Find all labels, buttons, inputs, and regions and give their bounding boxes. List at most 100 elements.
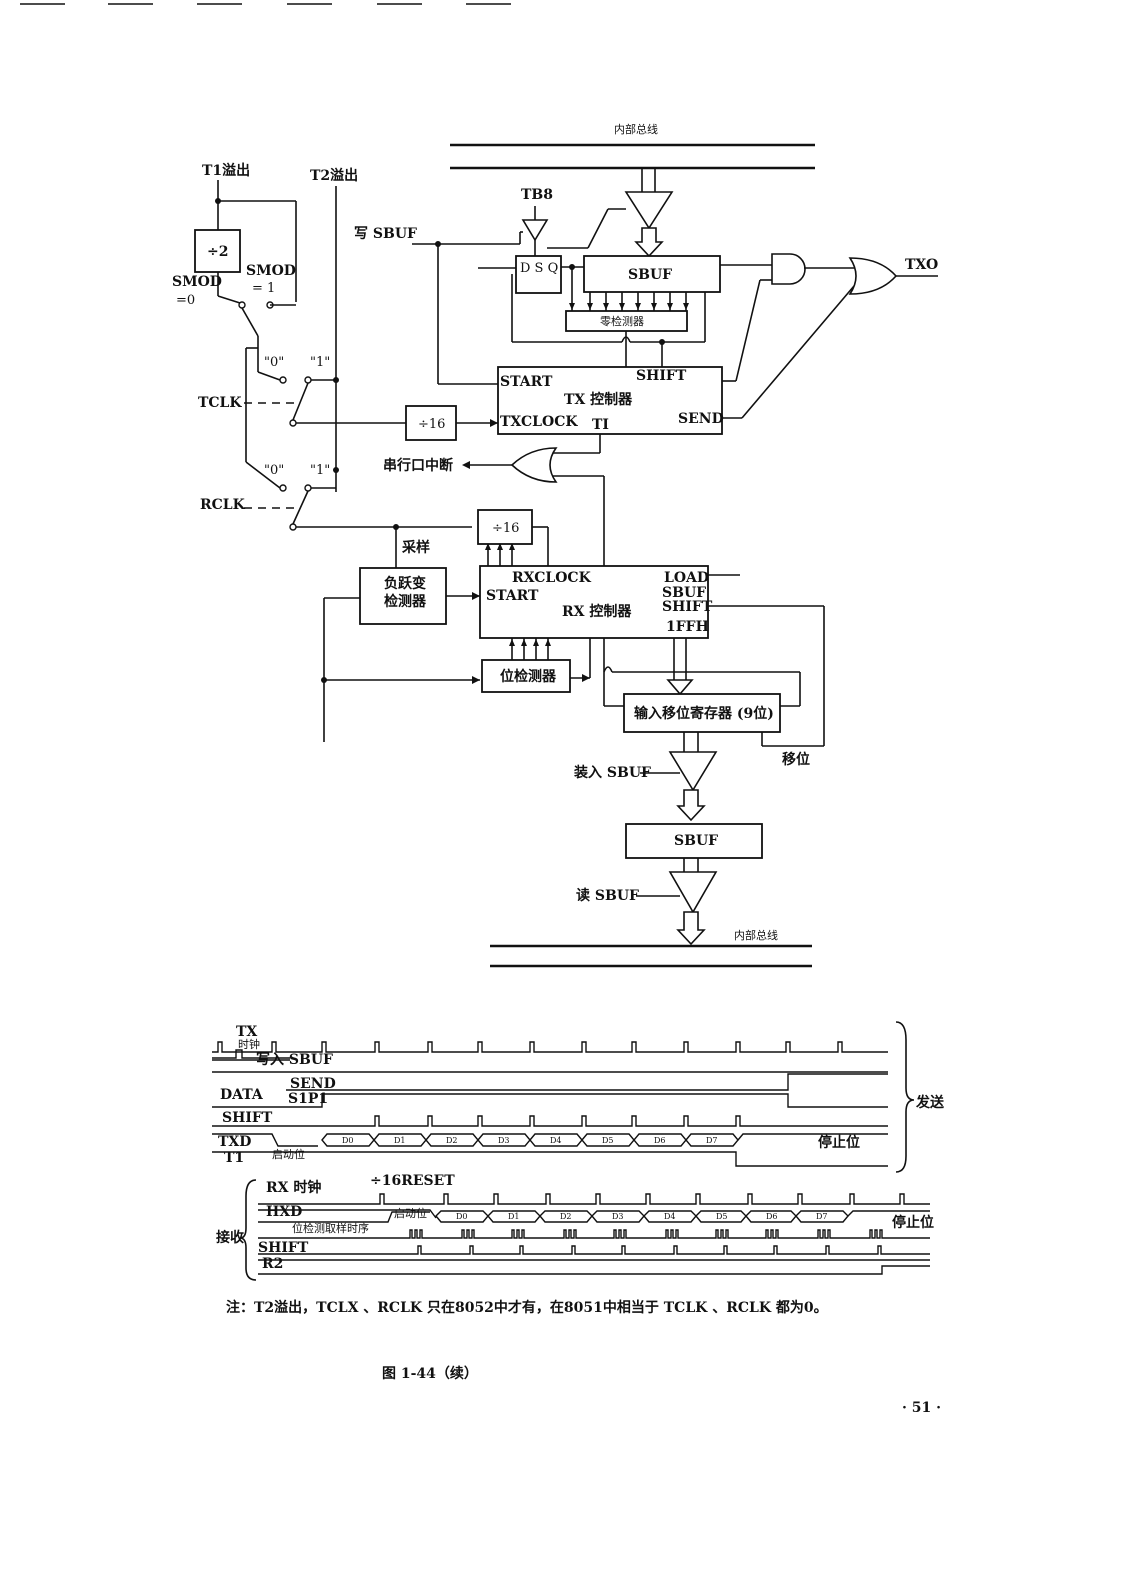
rx-controller-label: RX 控制器 [562, 603, 632, 620]
sample-label: 采样 [401, 539, 430, 556]
rx-clock-wave [258, 1193, 930, 1205]
bit-detector-label: 位检测器 [500, 668, 557, 685]
rclk-label: RCLK [200, 497, 246, 513]
txd-timing-label: TXD [218, 1134, 251, 1150]
shift-wave [212, 1115, 888, 1127]
tx-controller [497, 366, 723, 435]
tb8-label: TB8 [521, 187, 553, 203]
clock-selection: T1溢出 T2溢出 ÷2 SMOD =0 SMOD = 1 "0" "1" [172, 162, 472, 531]
dsq-label: D S Q [520, 261, 558, 276]
dsq-flipflop [515, 255, 562, 294]
tx-switch-0: "0" [264, 355, 284, 370]
serial-interrupt-label: 串行口中断 [383, 457, 453, 474]
reset-timing-label: ÷16RESET [370, 1173, 455, 1189]
interrupt-or-gate [510, 447, 558, 483]
timing-diagram: TX 时钟 写入 SBUF SEND DATA S1P1 SHIFT TXD 启… [212, 1021, 945, 1281]
hxd-bit-label: D0 [456, 1212, 468, 1221]
rx-sbuf [625, 823, 763, 859]
t1-overflow-label: T1溢出 [202, 162, 250, 179]
bit-sample-wave [258, 1229, 930, 1239]
txd-idle-line [212, 1133, 318, 1147]
txo-label: TXO [905, 257, 938, 273]
ffh-label: 1FFH [666, 619, 709, 635]
bus-bottom-label: 内部总线 [734, 928, 778, 942]
tx-bus-buffer [587, 168, 674, 258]
tx-and-gate [771, 253, 806, 285]
ri-timing-label: R2 [262, 1256, 283, 1272]
start-bit-tx-label: 启动位 [272, 1147, 305, 1161]
send-timing-label: SEND [290, 1076, 336, 1092]
read-sbuf-label: 读 SBUF [576, 887, 639, 904]
tx-sbuf [583, 255, 721, 293]
send-brace [895, 1021, 915, 1173]
footnote: 注：T2溢出，TCLX 、RCLK 只在8052中才有，在8051中相当于 TC… [226, 1299, 828, 1316]
txd-bit-label: D5 [602, 1136, 614, 1145]
txd-bit-label: D4 [550, 1136, 562, 1145]
hxd-bit-label: D7 [816, 1212, 828, 1221]
rxclock-label: RXCLOCK [512, 570, 592, 586]
smod0-label: SMOD [172, 274, 222, 290]
tx-clock-wave [212, 1041, 888, 1053]
tx-clock-label-1: TX [236, 1024, 257, 1040]
hxd-bit-label: D2 [560, 1212, 572, 1221]
tx-shift-label: SHIFT [636, 368, 687, 384]
internal-bus-top: 内部总线 [450, 122, 815, 170]
txd-stop-line [737, 1133, 888, 1141]
hxd-bit-label: D1 [508, 1212, 520, 1221]
hxd-timing-label: HXD [266, 1204, 302, 1220]
rx-switch-1: "1" [310, 463, 330, 478]
tx-divide-by-16 [405, 405, 457, 441]
tx-section: TB8 写 SBUF D S Q SBUF [354, 187, 938, 441]
rx-controller [479, 565, 709, 639]
tx-sbuf-label: SBUF [628, 267, 672, 283]
tx-controller-label: TX 控制器 [564, 391, 633, 408]
tx-or-gate [848, 257, 898, 295]
hxd-bit-label: D6 [766, 1212, 778, 1221]
send-group-label: 发送 [915, 1094, 945, 1111]
neg-jump-line1: 负跃变 [384, 575, 426, 592]
s1p1-timing-label: S1P1 [288, 1091, 328, 1107]
div2-label: ÷2 [207, 244, 228, 260]
tx-switch-1: "1" [310, 355, 330, 370]
txd-bit-label: D2 [446, 1136, 458, 1145]
input-shift-register-label: 输入移位寄存器 (9位) [634, 705, 774, 722]
input-shift-register [623, 693, 781, 733]
rx-clock-timing-label: RX 时钟 [266, 1179, 321, 1196]
internal-bus-bottom: 内部总线 [490, 928, 812, 968]
ti-timing-label: T1 [224, 1150, 244, 1166]
bit-sample-label: 位检测取样时序 [292, 1221, 369, 1235]
t2-overflow-label: T2溢出 [310, 167, 358, 184]
load-sbuf-label: 装入 SBUF [573, 764, 651, 781]
zero-detector-label: 零检测器 [600, 314, 644, 328]
page-number: · 51 · [902, 1400, 941, 1416]
hxd-bit-label: D4 [664, 1212, 676, 1221]
shift-rx-timing-label: SHIFT [258, 1240, 309, 1256]
data-timing-label: DATA [220, 1087, 264, 1103]
write-sbuf-timing-label: 写入 SBUF [256, 1052, 333, 1068]
smod1-label: SMOD [246, 263, 296, 279]
zero-detector-arrows [569, 267, 689, 311]
write-sbuf-label: 写 SBUF [354, 226, 417, 242]
tx-clock-label-2: 时钟 [238, 1037, 260, 1051]
tclk-label: TCLK [198, 395, 242, 411]
hxd-bit-label: D3 [612, 1212, 624, 1221]
txd-bit-label: D6 [654, 1136, 666, 1145]
interrupt-section: 串行口中断 [383, 434, 605, 566]
start-bit-rx-label: 启动位 [394, 1206, 427, 1220]
smod-contact-0 [238, 301, 246, 309]
rx-shift-wave [258, 1245, 930, 1255]
txclock-label: TXCLOCK [500, 414, 578, 430]
txd-bit-label: D1 [394, 1136, 406, 1145]
txd-bit-label: D0 [342, 1136, 354, 1145]
shift-timing-label: SHIFT [222, 1110, 273, 1126]
rx-shift-label: SHIFT [662, 599, 713, 615]
rx-start-label: START [486, 588, 539, 604]
bit-detector [481, 659, 571, 693]
shift-cn-label: 移位 [782, 751, 810, 768]
ti-label: TI [592, 417, 609, 433]
rx-section: ÷16 采样 负跃变 检测器 RXCLOCK START RX 控制器 LOAD… [321, 509, 825, 946]
rx-switch-0: "0" [264, 463, 284, 478]
receive-brace [239, 1179, 257, 1281]
footer: 注：T2溢出，TCLX 、RCLK 只在8052中才有，在8051中相当于 TC… [226, 1299, 941, 1416]
